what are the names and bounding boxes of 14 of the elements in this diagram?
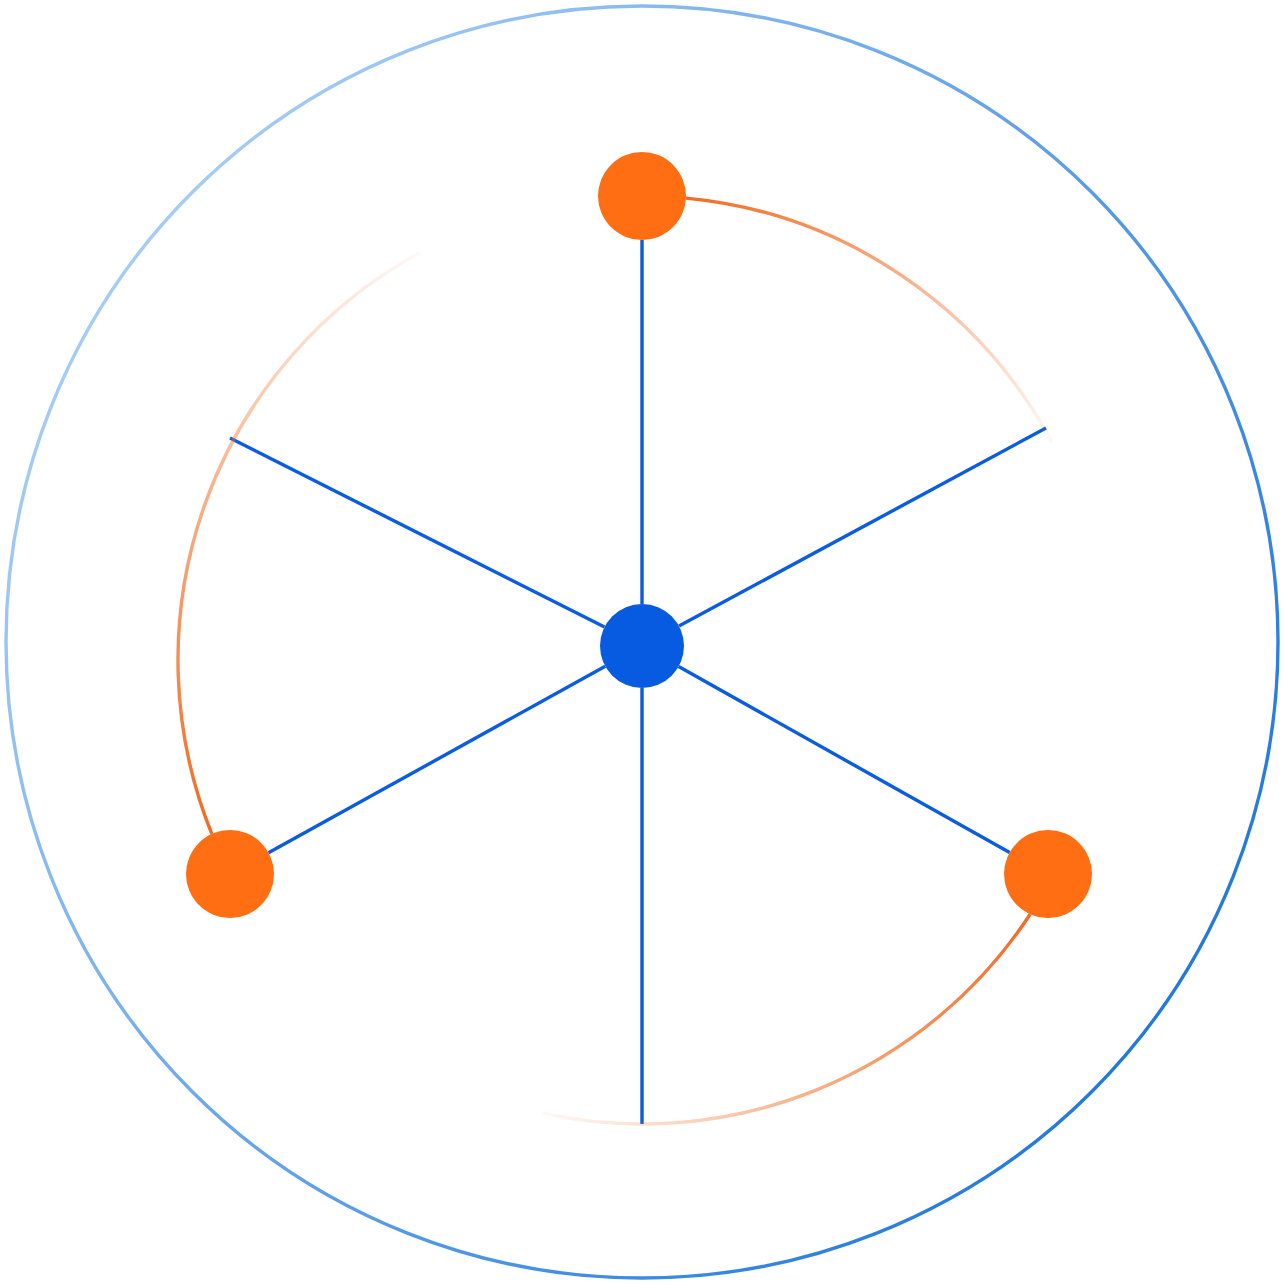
spoke-line [267, 664, 607, 855]
node-dot [186, 830, 274, 918]
spoke-line [678, 426, 1047, 628]
arc-line [176, 251, 421, 835]
spoke-line [640, 240, 644, 604]
node-dot [598, 152, 686, 240]
spoke-line [640, 688, 644, 1124]
spoke-line [677, 665, 1011, 854]
hub-dot [600, 604, 684, 688]
arc-line [542, 913, 1032, 1126]
node-dot [1004, 830, 1092, 918]
spoke-line [229, 436, 606, 629]
outer-ring [4, 4, 1280, 1280]
arc-line [685, 196, 1054, 444]
